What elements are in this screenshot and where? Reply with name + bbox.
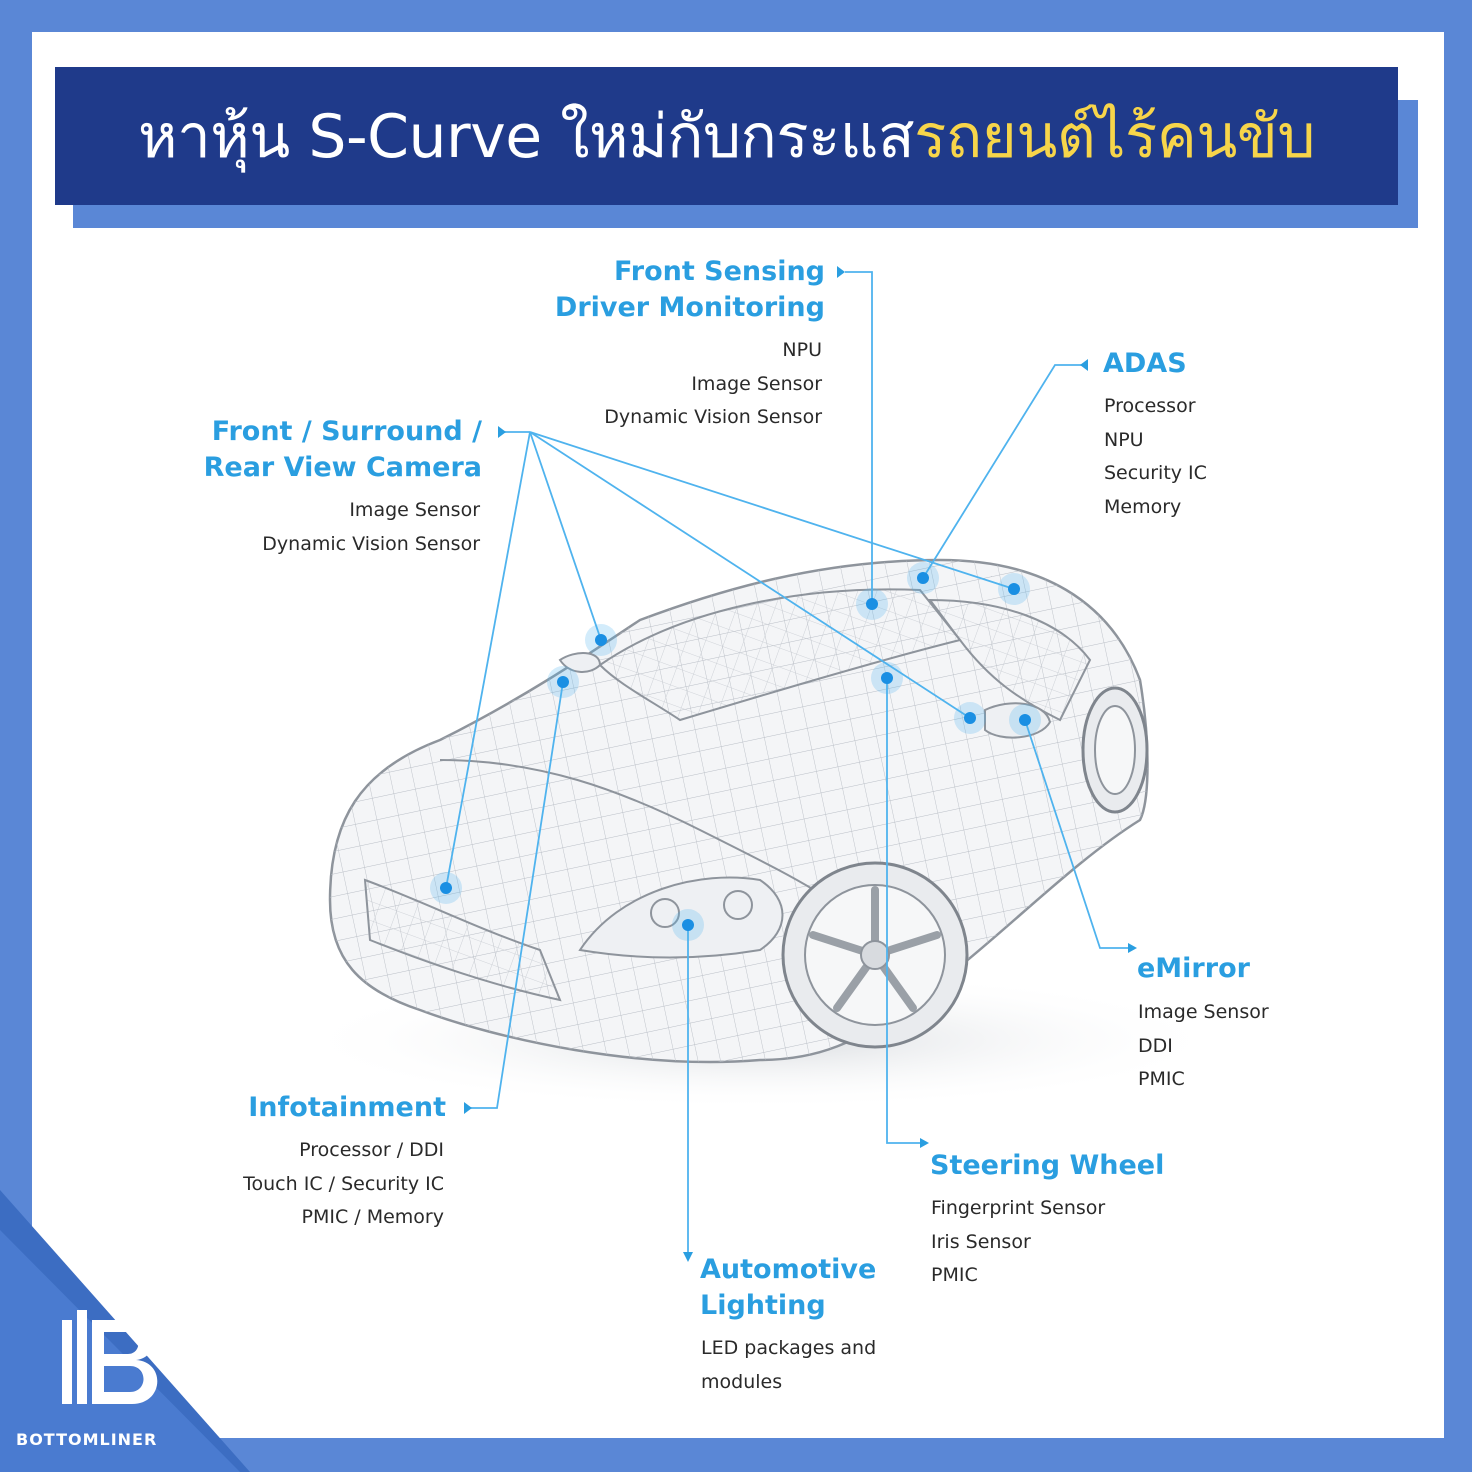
- adas-item: Processor: [1104, 395, 1196, 417]
- adas-heading-line: ADAS: [1103, 348, 1187, 379]
- front-sensing-heading-line-2: Driver Monitoring: [554, 292, 825, 323]
- lighting-item: LED packages and: [701, 1337, 877, 1359]
- sensor-dots: [430, 562, 1041, 941]
- camera-items: Image Sensor Dynamic Vision Sensor: [262, 494, 480, 561]
- steering-heading-line: Steering Wheel: [930, 1150, 1165, 1181]
- front-sensing-item: Dynamic Vision Sensor: [604, 406, 822, 428]
- infotainment-heading-line: Infotainment: [248, 1092, 446, 1123]
- camera-heading: Front / Surround / Rear View Camera: [204, 414, 482, 486]
- adas-item: NPU: [1104, 428, 1144, 451]
- lighting-heading-line-2: Lighting: [700, 1290, 826, 1321]
- emirror-item: PMIC: [1138, 1068, 1185, 1090]
- b-logo-icon: [62, 1310, 158, 1404]
- camera-item: Image Sensor: [349, 499, 480, 521]
- steering-heading: Steering Wheel: [930, 1148, 1164, 1184]
- lighting-heading: Automotive Lighting: [700, 1252, 876, 1324]
- front-sensing-items: NPU Image Sensor Dynamic Vision Sensor: [604, 334, 822, 435]
- front-sensing-heading: Front Sensing Driver Monitoring: [555, 254, 825, 326]
- infotainment-item: PMIC / Memory: [301, 1206, 444, 1228]
- adas-item: Security IC: [1104, 462, 1207, 484]
- arrow-markers: [464, 266, 1137, 1262]
- adas-items: Processor NPU Security IC Memory: [1104, 390, 1207, 524]
- emirror-heading: eMirror: [1137, 951, 1250, 987]
- steering-item: PMIC: [931, 1264, 978, 1286]
- front-sensing-item: NPU: [782, 339, 822, 361]
- connector-lines: [445, 271, 1135, 1258]
- camera-heading-line-1: Front / Surround /: [211, 416, 482, 447]
- emirror-item: DDI: [1138, 1034, 1173, 1057]
- emirror-items: Image Sensor DDI PMIC: [1138, 996, 1269, 1097]
- title-main: หาหุ้น S-Curve ใหม่กับกระแส: [138, 101, 915, 172]
- infotainment-items: Processor / DDI Touch IC / Security IC P…: [243, 1134, 444, 1235]
- car-wireframe: [290, 558, 1230, 1110]
- front-sensing-heading-line-1: Front Sensing: [614, 256, 825, 287]
- title-banner: หาหุ้น S-Curve ใหม่กับกระแสรถยนต์ไร้คนขั…: [55, 67, 1398, 205]
- steering-item: Fingerprint Sensor: [931, 1197, 1106, 1219]
- lighting-heading-line-1: Automotive: [700, 1254, 877, 1285]
- camera-heading-line-2: Rear View Camera: [203, 452, 482, 483]
- infotainment-item: Processor / DDI: [299, 1139, 444, 1161]
- adas-heading: ADAS: [1103, 346, 1187, 382]
- front-sensing-item: Image Sensor: [691, 372, 822, 395]
- infotainment-item: Touch IC / Security IC: [243, 1172, 444, 1195]
- emirror-heading-line: eMirror: [1137, 953, 1250, 984]
- camera-item: Dynamic Vision Sensor: [262, 532, 480, 555]
- title-highlight: รถยนต์ไร้คนขับ: [914, 101, 1315, 172]
- infotainment-heading: Infotainment: [248, 1090, 446, 1126]
- lighting-items: LED packages and modules: [701, 1332, 876, 1399]
- steering-items: Fingerprint Sensor Iris Sensor PMIC: [931, 1192, 1105, 1293]
- brand-logo: [0, 1190, 250, 1472]
- steering-item: Iris Sensor: [931, 1230, 1031, 1253]
- emirror-item: Image Sensor: [1138, 1001, 1269, 1023]
- lighting-item: modules: [701, 1370, 783, 1393]
- adas-item: Memory: [1104, 495, 1182, 518]
- brand-name: BOTTOMLINER: [16, 1430, 158, 1449]
